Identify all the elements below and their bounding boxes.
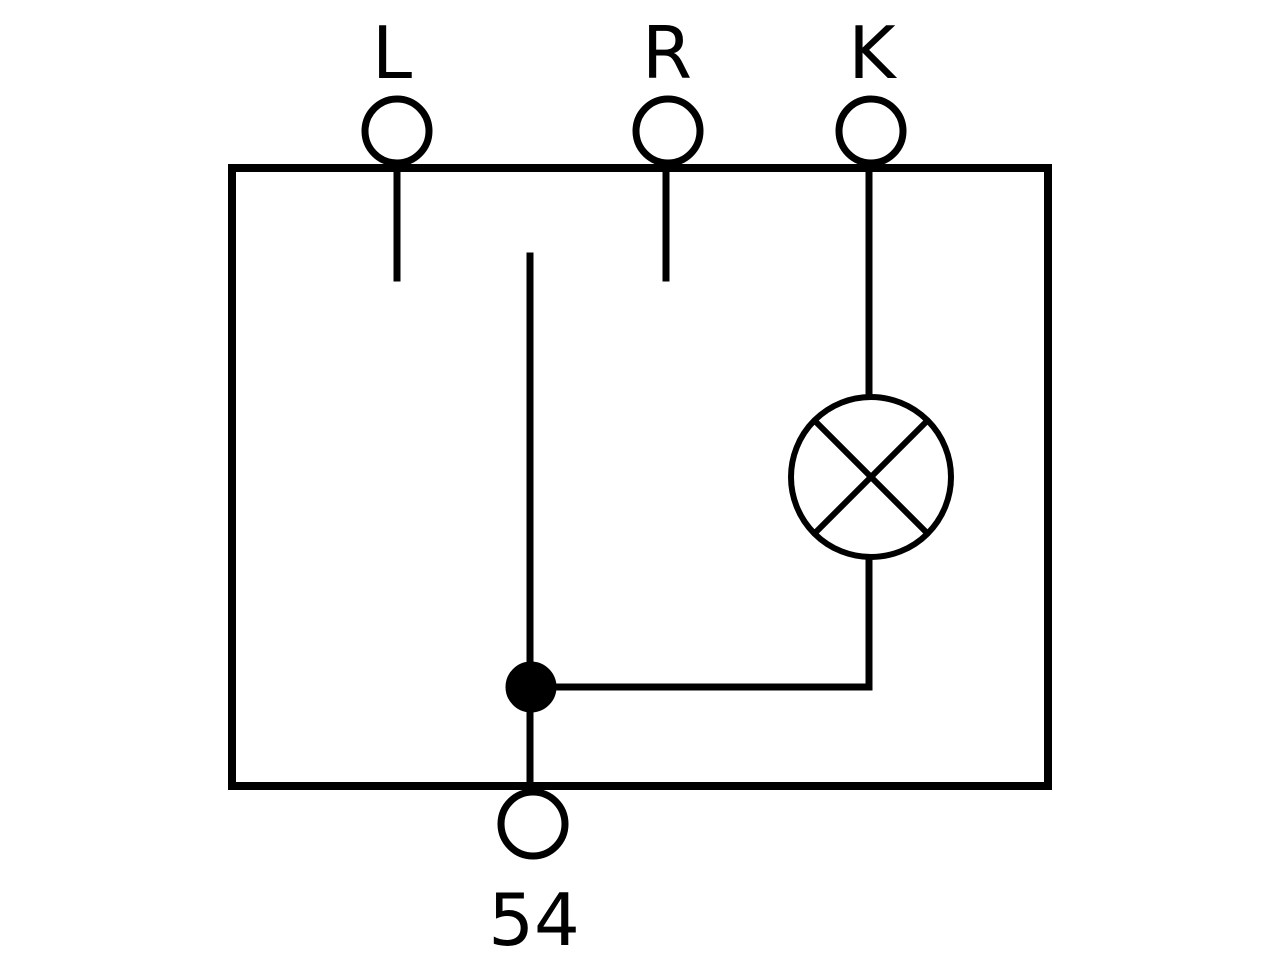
terminal-k-label: K — [848, 11, 897, 95]
junction-dot — [505, 661, 557, 713]
lamp-cross-line-b — [811, 417, 931, 537]
terminal-k-connector — [835, 95, 907, 167]
terminal-54-label: 54 — [488, 878, 580, 960]
switch-housing — [228, 164, 1052, 790]
terminal-r-label: R — [642, 11, 692, 95]
terminal-l-label: L — [372, 11, 412, 95]
indicator-lamp — [788, 394, 954, 560]
terminal-54-connector — [497, 788, 569, 860]
terminal-r-connector — [632, 95, 704, 167]
terminal-l-connector — [361, 95, 433, 167]
wire-lamp-junction — [526, 554, 873, 691]
